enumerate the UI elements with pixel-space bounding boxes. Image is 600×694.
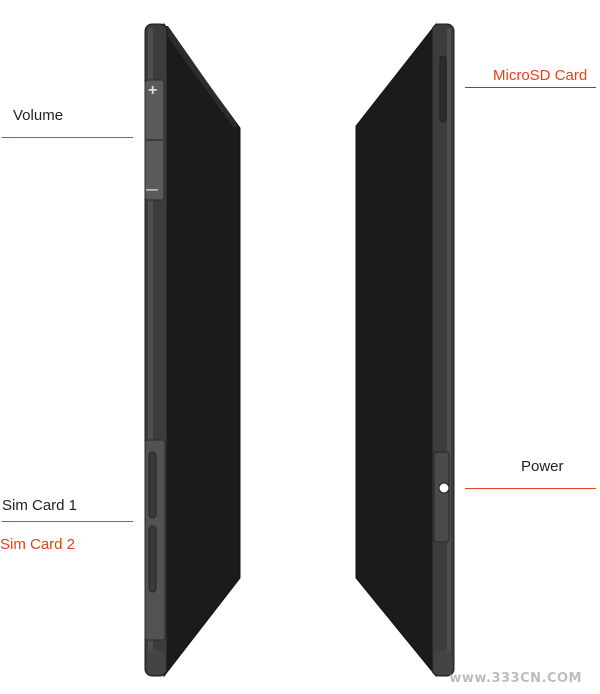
left-tablet-bevel <box>160 26 238 128</box>
site-watermark: www.333CN.COM <box>449 671 582 686</box>
microsd-slot <box>439 55 447 123</box>
left-tablet-bottom-cap <box>147 650 165 674</box>
sim-slot-2 <box>148 525 157 593</box>
right-tablet-screen <box>355 22 437 678</box>
power-leader-line <box>465 488 596 489</box>
right-tablet-bottom-cap <box>434 650 452 674</box>
sim-card-1-label: Sim Card 1 <box>2 497 78 514</box>
volume-minus-symbol: — <box>146 182 158 196</box>
power-button-area <box>433 451 450 543</box>
microsd-card-label: MicroSD Card <box>493 67 588 84</box>
volume-plus-symbol: + <box>148 82 158 99</box>
sim-slot-1 <box>148 451 157 519</box>
volume-leader-line <box>2 137 133 138</box>
power-label: Power <box>521 458 564 475</box>
right-tablet <box>355 22 455 678</box>
sim-card-leader-line <box>2 521 133 522</box>
left-tablet-screen <box>163 22 241 678</box>
power-button <box>438 482 450 494</box>
left-tablet <box>144 22 241 678</box>
volume-label: Volume <box>13 107 64 124</box>
sim-card-2-label: Sim Card 2 <box>0 536 76 553</box>
microsd-leader-line <box>465 87 596 88</box>
right-edge-highlight <box>447 28 451 672</box>
